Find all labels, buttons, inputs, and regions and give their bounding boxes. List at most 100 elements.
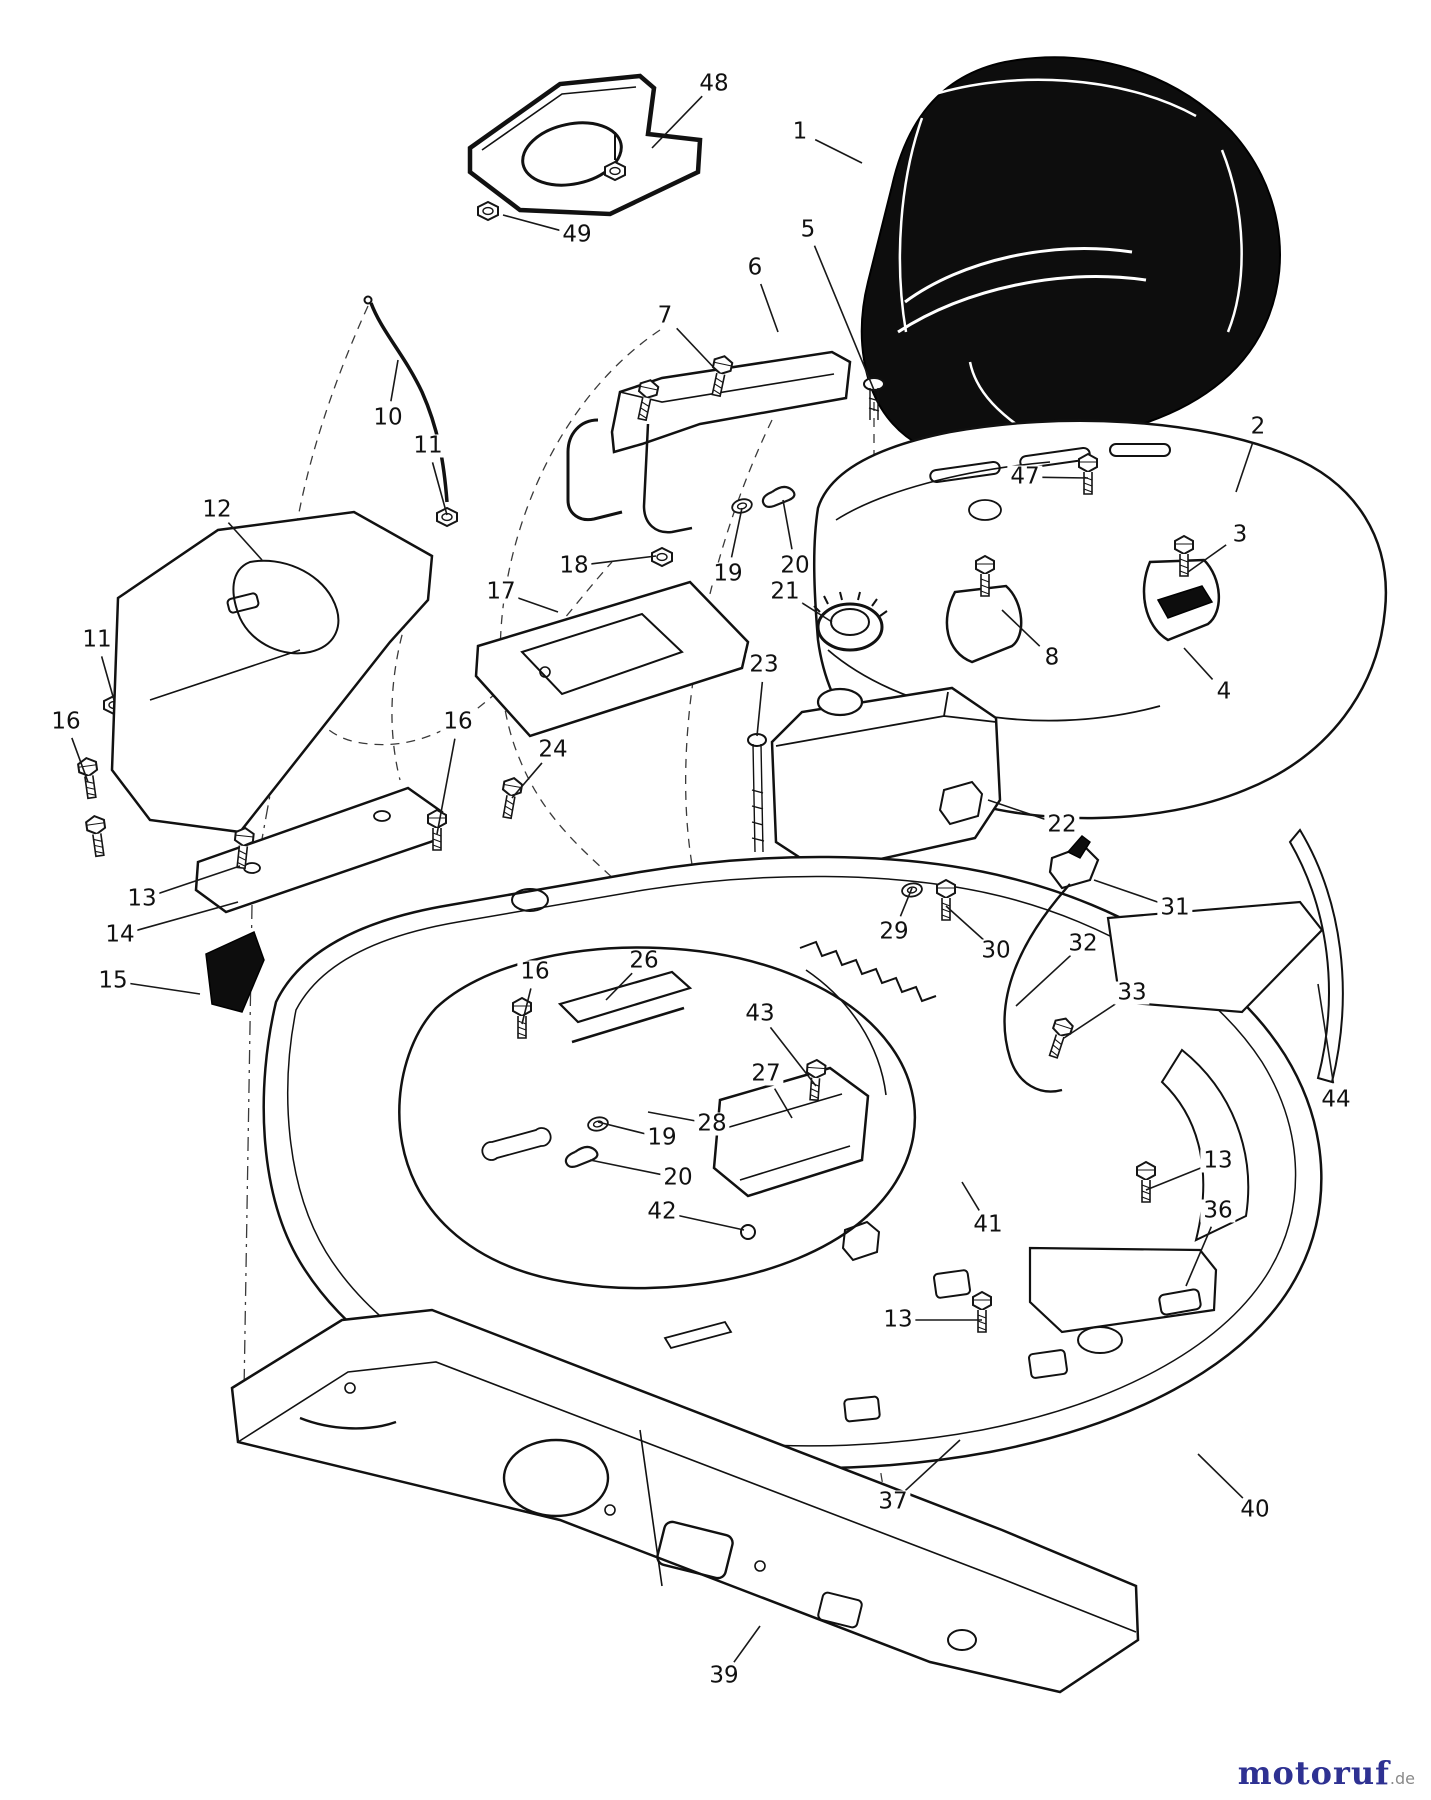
leader-line-15 [129,982,201,995]
leader-line-41 [961,1181,980,1211]
callout-3: 3 [1229,523,1251,547]
side-trim [1106,828,1344,1242]
callout-49: 49 [559,223,595,247]
callout-48: 48 [696,72,732,96]
callout-1: 1 [789,120,811,144]
leader-line-16 [436,738,456,835]
leader-line-39 [733,1625,761,1663]
cross-bracket [566,350,852,567]
callout-21: 21 [767,580,803,604]
callout-41: 41 [970,1213,1006,1237]
callout-22: 22 [1044,813,1080,837]
leader-line-24 [511,762,543,799]
leader-line-36 [1185,1226,1213,1287]
callout-16: 16 [440,710,476,734]
callout-24: 24 [535,738,571,762]
leader-line-6 [759,283,779,333]
callout-5: 5 [797,218,819,242]
callout-27: 27 [748,1062,784,1086]
fuel-tank [747,591,1002,874]
leader-line-31 [1093,879,1160,904]
leader-line-16 [521,988,532,1025]
callout-40: 40 [1237,1498,1273,1522]
callout-23: 23 [746,653,782,677]
leader-line-28 [647,1111,696,1122]
callout-2: 2 [1247,415,1269,439]
callout-14: 14 [102,923,138,947]
callout-31: 31 [1157,896,1193,920]
callout-15: 15 [95,969,131,993]
callout-13: 13 [1200,1149,1236,1173]
seat [860,56,1281,472]
support-plate [474,580,750,738]
leader-line-3 [1187,544,1227,573]
leader-line-2 [1235,442,1254,493]
leader-line-5 [813,245,875,391]
leader-line-47 [1041,476,1089,479]
leader-line-11 [100,656,115,701]
leader-line-29 [899,887,913,917]
callout-43: 43 [742,1002,778,1026]
lower-frame-plate [230,1308,1140,1694]
chassis-body [262,855,1323,1470]
callout-20: 20 [660,1166,696,1190]
left-panel [76,510,524,1013]
leader-line-13 [157,865,241,895]
callout-36: 36 [1200,1199,1236,1223]
callout-7: 7 [654,304,676,328]
callout-4: 4 [1213,680,1235,704]
callout-29: 29 [876,920,912,944]
callout-12: 12 [199,498,235,522]
leader-line-14 [136,901,239,932]
leader-line-12 [227,522,263,561]
leader-line-4 [1183,647,1214,680]
leader-line-10 [390,359,399,402]
callout-44: 44 [1318,1088,1354,1112]
leader-line-18 [590,555,657,565]
callout-33: 33 [1114,981,1150,1005]
seat-bracket-48 [467,73,703,221]
leader-line-11 [431,462,448,516]
callout-8: 8 [1041,646,1063,670]
leader-lines [71,95,1335,1663]
callout-42: 42 [644,1200,680,1224]
leader-line-7 [676,327,719,373]
callout-16: 16 [48,710,84,734]
watermark-brand: motoruf [1237,1754,1390,1792]
callout-11: 11 [79,628,115,652]
callout-26: 26 [626,949,662,973]
leader-line-20 [589,1159,662,1176]
leader-line-17 [516,596,559,613]
leader-line-13 [1145,1166,1203,1191]
callout-39: 39 [706,1664,742,1688]
callout-13: 13 [880,1308,916,1332]
leader-line-16 [71,737,89,783]
callout-6: 6 [744,256,766,280]
leader-line-40 [1197,1453,1244,1499]
callout-17: 17 [483,580,519,604]
callout-10: 10 [370,406,406,430]
leader-line-19 [730,507,743,558]
callout-13: 13 [124,887,160,911]
leader-line-48 [651,95,703,149]
callout-20: 20 [777,554,813,578]
leader-line-33 [1063,1001,1119,1039]
callout-28: 28 [694,1112,730,1136]
lift-rod [103,295,458,715]
callout-32: 32 [1065,932,1101,956]
callout-19: 19 [710,562,746,586]
callout-37: 37 [875,1490,911,1514]
leader-line-19 [597,1121,646,1135]
leader-line-21 [798,600,833,623]
leader-line-22 [987,799,1047,821]
leader-line-1 [814,138,863,164]
watermark-tld: .de [1389,1769,1415,1788]
callout-11: 11 [410,434,446,458]
leader-line-43 [769,1026,817,1087]
leader-line-27 [773,1088,793,1119]
leader-line-8 [1001,609,1041,647]
choke-cable [900,835,1100,1093]
callout-19: 19 [644,1126,680,1150]
